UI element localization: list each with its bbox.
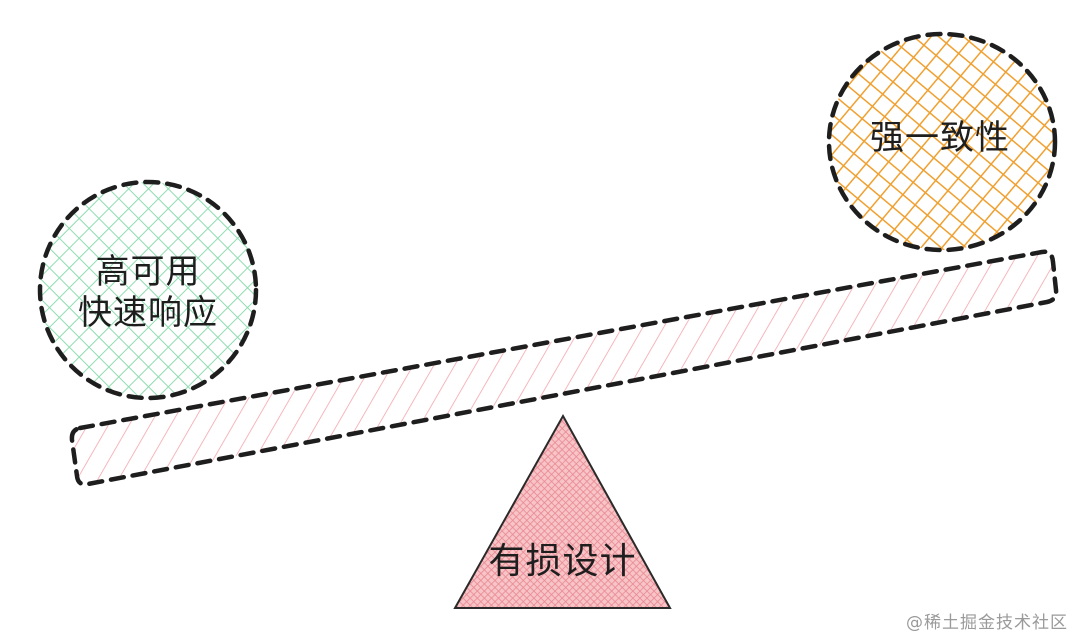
left-weight-label: 高可用 快速响应 bbox=[38, 252, 258, 335]
watermark: @稀土掘金技术社区 bbox=[906, 613, 1068, 633]
left-weight-circle bbox=[37, 179, 259, 401]
fulcrum-label: 有损设计 bbox=[488, 541, 637, 582]
seesaw-plank bbox=[69, 249, 1059, 487]
right-weight-label: 强一致性 bbox=[870, 118, 1010, 158]
fulcrum-triangle bbox=[453, 413, 672, 609]
left-weight-line-1: 高可用 bbox=[95, 252, 201, 292]
right-weight-circle bbox=[826, 31, 1058, 253]
left-weight-line-2: 快速响应 bbox=[78, 293, 218, 334]
